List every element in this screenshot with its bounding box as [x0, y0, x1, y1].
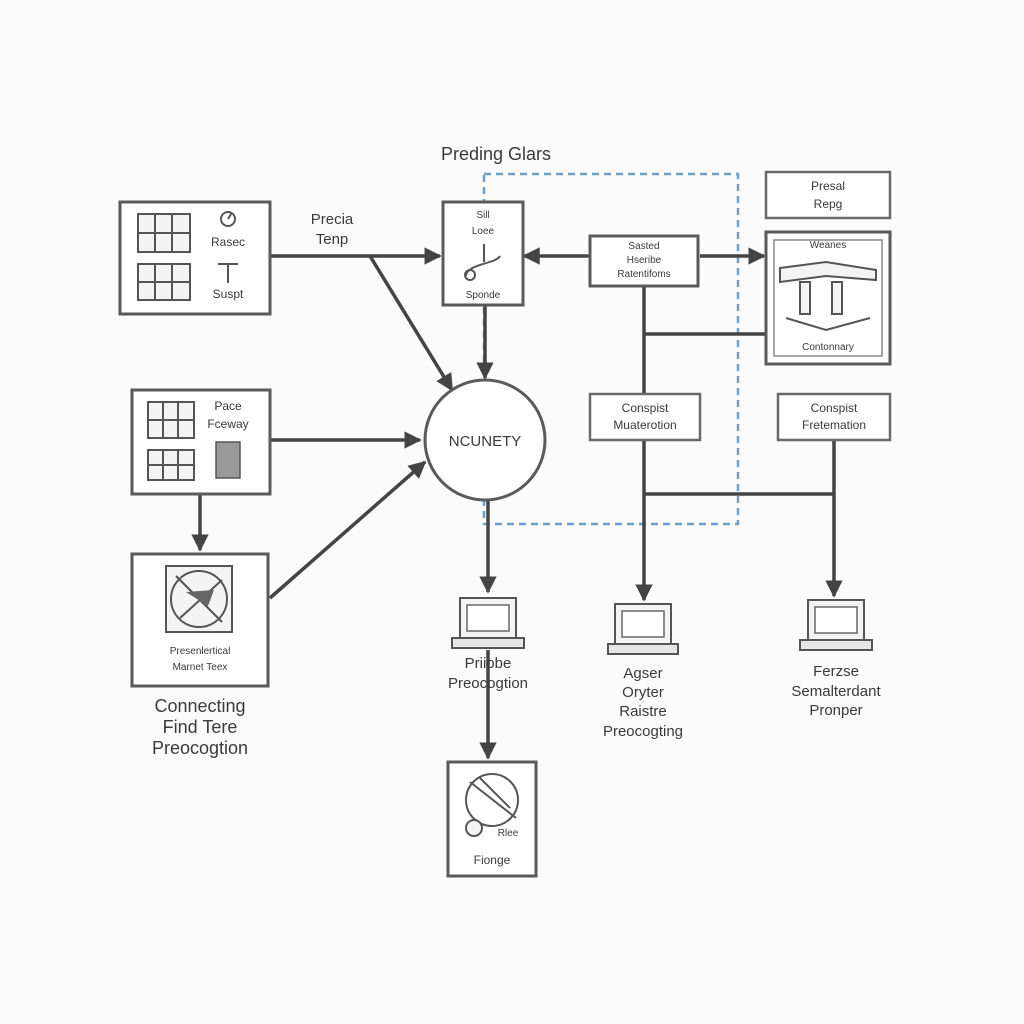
node-box-c: Sasted Hseribe Ratentifoms	[588, 234, 700, 288]
terminal-t3-line1: Ferzse	[813, 663, 859, 680]
connectors	[191, 247, 843, 760]
box-h-line2: Fretemation	[802, 418, 866, 432]
grid-icon	[137, 213, 191, 253]
box-g-line2: Muaterotion	[613, 418, 676, 432]
machine-icon	[779, 260, 877, 332]
box-b-line3: Sponde	[466, 290, 501, 301]
grid-icon	[147, 449, 195, 481]
diagram-title: Preding Glars	[441, 144, 551, 164]
terminal-t2-line4: Preocogting	[603, 723, 683, 740]
fan-icon	[165, 565, 233, 633]
computer-icon	[451, 597, 525, 649]
center-label: NCUNETY	[449, 433, 522, 450]
terminal-t1-line1: Priiobe	[465, 655, 512, 672]
box-d-line1: Presal	[811, 179, 845, 193]
box-i-line1: Presenlertical	[170, 646, 231, 657]
edge-i-to-center	[268, 460, 427, 600]
box-c-line1: Sasted	[628, 241, 659, 252]
box-c-line2: Hseribe	[627, 255, 662, 266]
edge-a-to-center	[368, 255, 454, 392]
node-box-e: Weanes Contonnary	[764, 230, 892, 366]
center-node: NCUNETY	[423, 378, 547, 502]
box-d-line2: Repg	[814, 197, 843, 211]
terminal-t3-line2: Semalterdant	[791, 683, 881, 700]
box-j-line1: Rlee	[498, 828, 519, 839]
box-f-line1: Pace	[214, 399, 242, 413]
terminal-t1: Priiobe Preocogtion	[448, 597, 528, 692]
barcode-icon	[215, 441, 241, 479]
node-box-d: Presal Repg	[764, 170, 892, 220]
box-i-line2: Marnet Teex	[173, 662, 228, 673]
bottom-left-caption-1: Connecting	[154, 696, 245, 716]
edge-label-line2: Tenp	[316, 231, 349, 248]
box-b-line1: Sill	[476, 210, 489, 221]
clock-icon	[220, 211, 236, 227]
terminal-t2-line3: Raistre	[619, 703, 667, 720]
terminal-t2: Agser Oryter Raistre Preocogting	[603, 603, 683, 740]
terminal-t3-line3: Pronper	[809, 702, 862, 719]
computer-icon	[607, 603, 679, 655]
terminal-t3: Ferzse Semalterdant Pronper	[791, 599, 881, 719]
node-box-h: Conspist Fretemation	[776, 392, 892, 442]
node-box-g: Conspist Muaterotion	[588, 392, 702, 442]
box-b-line2: Loee	[472, 226, 495, 237]
node-box-j: Rlee Fionge	[446, 760, 538, 878]
terminal-t2-line1: Agser	[623, 665, 662, 682]
grid-icon	[137, 263, 191, 301]
box-g-line1: Conspist	[622, 401, 669, 415]
node-box-b: Sill Loee Sponde	[441, 200, 525, 307]
box-e-title: Weanes	[810, 240, 847, 251]
terminal-t2-line2: Oryter	[622, 684, 664, 701]
box-a-line1: Rasec	[211, 235, 245, 249]
computer-icon	[799, 599, 873, 651]
link-icon	[464, 244, 501, 281]
box-e-caption: Contonnary	[802, 342, 854, 353]
box-f-line2: Fceway	[207, 417, 248, 431]
bottom-left-caption-3: Preocogtion	[152, 738, 248, 758]
box-h-line1: Conspist	[811, 401, 858, 415]
box-a-line2: Suspt	[213, 287, 244, 301]
node-box-i: Presenlertical Marnet Teex	[130, 552, 270, 688]
bottom-left-caption-2: Find Tere	[163, 717, 238, 737]
box-j-line2: Fionge	[474, 853, 511, 867]
box-c-line3: Ratentifoms	[617, 269, 670, 280]
node-box-a: Rasec Suspt	[118, 200, 272, 316]
edge-label-line1: Precia	[311, 211, 354, 228]
terminal-t1-line2: Preocogtion	[448, 675, 528, 692]
text-tool-icon	[218, 263, 238, 283]
grid-icon	[147, 401, 195, 439]
satellite-dish-icon	[465, 773, 519, 837]
node-box-f: Pace Fceway	[130, 388, 272, 496]
